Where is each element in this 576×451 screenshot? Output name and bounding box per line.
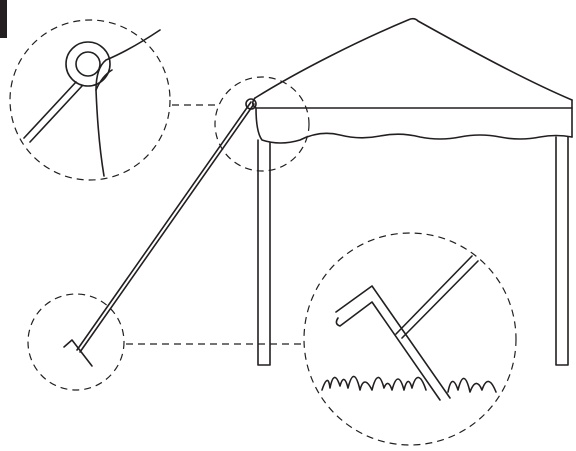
guy-line-rope: [79, 103, 255, 353]
ring-outer-icon: [65, 41, 111, 87]
tent-valance: [255, 107, 573, 144]
ring-inner-icon: [75, 51, 101, 77]
grass-stake: [335, 301, 441, 401]
callout-circle-tent-corner: [214, 76, 310, 172]
callout-circle-ring-detail: [9, 19, 171, 181]
rope-detail-2: [29, 85, 83, 143]
tent-roof: [254, 17, 573, 101]
tent-roof-front-edge: [251, 97, 573, 109]
grass-rope-2: [401, 260, 479, 339]
callout-stake-in-grass: [303, 232, 517, 446]
guy-line-ring: [245, 98, 257, 110]
callout-anchor-stake: [27, 293, 306, 391]
grass-rope: [395, 255, 473, 335]
guy-line-rope-inner: [76, 101, 252, 351]
tent-leg-left: [257, 139, 271, 366]
canopy-edge-detail-inner: [95, 69, 113, 91]
canopy-edge-detail: [95, 29, 161, 177]
callout-circle-stake: [27, 293, 125, 391]
callout-ring-attachment: [9, 19, 220, 181]
guy-line: [76, 98, 257, 353]
corner-marker: [0, 0, 7, 38]
canopy-tent: [251, 17, 573, 366]
grass-stake-2: [335, 285, 451, 399]
anchor-stake-small: [63, 339, 93, 367]
grass-tufts: [321, 375, 497, 393]
callout-circle-grass: [303, 232, 517, 446]
tent-leg-right: [555, 136, 569, 366]
rope-detail: [23, 81, 77, 139]
